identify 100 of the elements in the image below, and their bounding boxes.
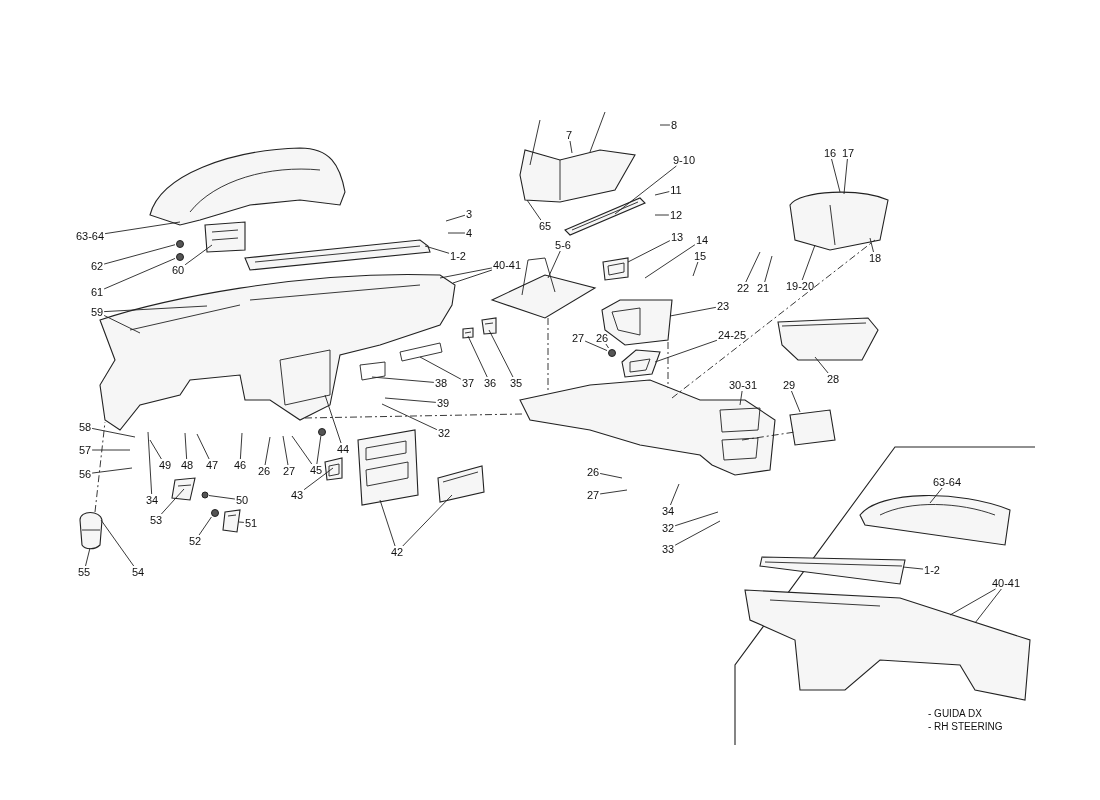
leader-line [791, 390, 801, 413]
fastener-icon [317, 427, 326, 436]
inset-dashboard-drawing [744, 589, 1031, 701]
leader-line [316, 435, 322, 465]
callout-number: 1-2 [923, 564, 941, 576]
leader-line [381, 403, 438, 431]
callout-number: 8 [669, 119, 679, 131]
callout-number: 24-25 [716, 329, 748, 341]
leader-line [419, 356, 462, 380]
leader-line [605, 343, 609, 349]
callout-number: 9-10 [672, 154, 696, 166]
callout-number: 32 [660, 522, 676, 534]
leader-line [488, 329, 514, 378]
leader-line [238, 521, 245, 523]
callout-number: 7 [564, 129, 574, 141]
callout-number: 34 [144, 494, 160, 506]
leader-line [929, 487, 943, 504]
leader-line [147, 431, 153, 495]
leader-line [654, 191, 670, 196]
leader-line [526, 199, 542, 221]
callout-number: 16 [822, 147, 838, 159]
leader-line [674, 511, 719, 527]
callout-number: 12 [668, 209, 684, 221]
trim-rail-drawing [564, 197, 646, 236]
callout-number: 5-6 [554, 239, 572, 251]
knob-drawing [79, 511, 103, 550]
leader-line [674, 520, 721, 546]
leader-line [584, 340, 608, 351]
callout-number: 1-2 [449, 250, 467, 262]
callout-number: 56 [77, 468, 93, 480]
leader-line [103, 258, 176, 290]
callout-number: 48 [179, 459, 195, 471]
console-bin-drawing [777, 317, 879, 361]
fastener-icon [607, 348, 616, 357]
leader-line [103, 244, 176, 265]
leader-line [669, 306, 717, 317]
leader-line [447, 232, 466, 234]
callout-number: 63-64 [931, 476, 963, 488]
leader-line [239, 432, 243, 460]
leader-line [659, 124, 671, 126]
callout-number: 53 [148, 514, 164, 526]
leader-line [644, 244, 696, 279]
callout-number: 37 [460, 377, 476, 389]
callout-number: 26 [594, 332, 610, 344]
assembly-line [671, 239, 876, 399]
callout-number: 26 [256, 465, 272, 477]
leader-line [869, 237, 874, 253]
fastener-icon [201, 491, 209, 499]
leader-line [371, 376, 435, 383]
switch-cap-drawing [222, 509, 241, 533]
gear-lever-plate-drawing [491, 257, 596, 319]
callout-number: 30-31 [727, 379, 759, 391]
armrest-pad-drawing [789, 191, 889, 251]
leader-line [614, 165, 677, 215]
callout-number: 49 [157, 459, 173, 471]
mounting-bracket-drawing [324, 457, 343, 481]
callout-number: 58 [77, 421, 93, 433]
fastener-icon [210, 508, 219, 517]
leader-line [764, 255, 773, 283]
leader-line [424, 245, 450, 254]
callout-number: 42 [389, 546, 405, 558]
leader-line [208, 495, 236, 500]
leader-line [100, 519, 135, 567]
leader-line [91, 467, 133, 474]
leader-line [547, 250, 561, 279]
leader-line [184, 244, 213, 266]
leader-line [452, 269, 493, 284]
callout-number: 45 [308, 464, 324, 476]
callout-number: 18 [867, 252, 883, 264]
leader-line [599, 473, 623, 479]
callout-number: 32 [436, 427, 452, 439]
note-text: - RH STEERING [928, 721, 1003, 732]
callout-number: 21 [755, 282, 771, 294]
callout-number: 29 [781, 379, 797, 391]
callout-number: 15 [692, 250, 708, 262]
leader-line [814, 356, 829, 374]
callout-number: 28 [825, 373, 841, 385]
assembly-line [304, 413, 523, 419]
callout-number: 57 [77, 444, 93, 456]
callout-number: 50 [234, 494, 250, 506]
leader-line [303, 467, 334, 491]
assembly-line [741, 431, 796, 441]
leader-line [974, 588, 1002, 624]
leader-line [402, 494, 453, 547]
callout-number: 19-20 [784, 280, 816, 292]
leader-line [439, 267, 493, 279]
leader-line [949, 588, 996, 616]
callout-number: 54 [130, 566, 146, 578]
leader-line [831, 158, 841, 193]
callout-number: 65 [537, 220, 553, 232]
callout-number: 27 [570, 332, 586, 344]
callout-number: 14 [694, 234, 710, 246]
leader-line [91, 428, 136, 438]
leader-line [184, 432, 188, 460]
leader-line [654, 214, 670, 216]
callout-number: 35 [508, 377, 524, 389]
dash-top-pad-drawing [244, 239, 431, 271]
leader-line [445, 214, 466, 222]
callout-number: 17 [840, 147, 856, 159]
callout-number: 34 [660, 505, 676, 517]
